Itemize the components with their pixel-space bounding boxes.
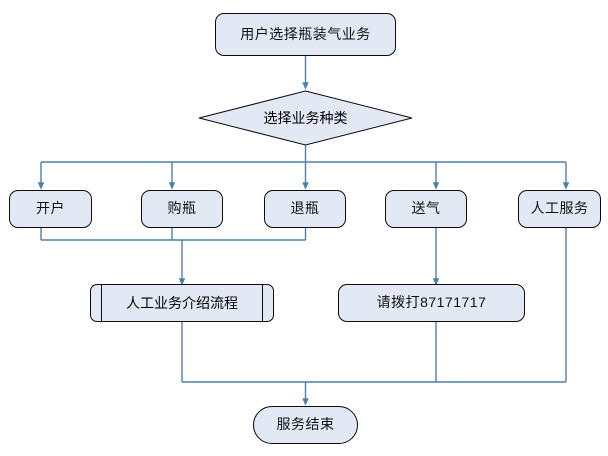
- node-open-account[interactable]: 开户: [9, 190, 92, 228]
- node-phone-label: 请拨打87171717: [376, 294, 487, 311]
- node-manual-process-label: 人工业务介绍流程: [126, 295, 238, 311]
- node-open-account-label: 开户: [36, 200, 65, 217]
- node-buy-bottle-label: 购瓶: [167, 200, 197, 217]
- node-manual-service[interactable]: 人工服务: [518, 190, 601, 228]
- node-start[interactable]: 用户选择瓶装气业务: [215, 13, 396, 56]
- node-end[interactable]: 服务结束: [253, 406, 358, 444]
- node-buy-bottle[interactable]: 购瓶: [141, 190, 223, 228]
- node-deliver-gas[interactable]: 送气: [385, 190, 467, 228]
- node-return-bottle-label: 退瓶: [290, 200, 320, 217]
- node-decision[interactable]: 选择业务种类: [198, 90, 413, 146]
- node-decision-label: 选择业务种类: [263, 110, 348, 126]
- node-manual-service-label: 人工服务: [530, 200, 589, 217]
- node-start-label: 用户选择瓶装气业务: [240, 25, 371, 42]
- node-return-bottle[interactable]: 退瓶: [264, 190, 346, 228]
- node-end-label: 服务结束: [276, 416, 335, 433]
- node-phone[interactable]: 请拨打87171717: [338, 284, 525, 322]
- node-deliver-gas-label: 送气: [411, 200, 441, 217]
- node-manual-process[interactable]: 人工业务介绍流程: [90, 284, 274, 322]
- predefined-process-bar-left: [101, 284, 102, 322]
- predefined-process-bar-right: [262, 284, 263, 322]
